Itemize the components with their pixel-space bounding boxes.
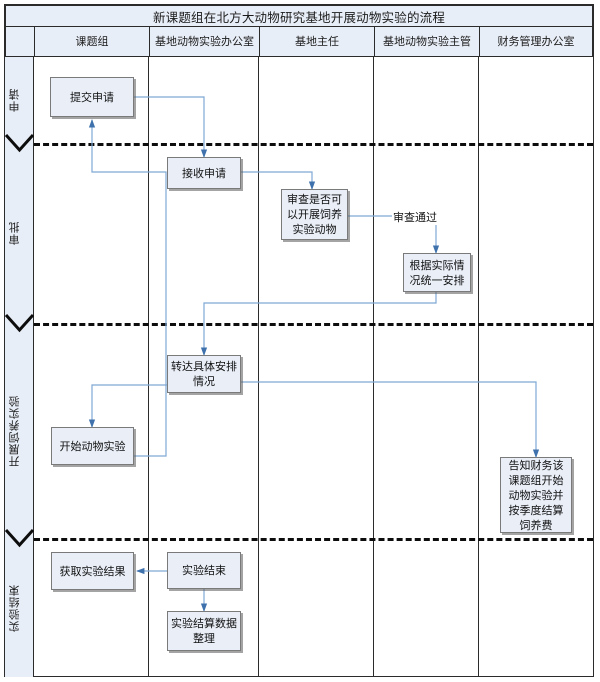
node-notify-finance[interactable]: 告知财务该课题组开始动物实验并按季度结算饲养费: [500, 457, 572, 533]
node-experiment-end[interactable]: 实验结束: [167, 552, 241, 589]
phase-label-approval: 审批: [0, 143, 29, 323]
column-header-base-director: 基地主任: [260, 27, 375, 56]
phase-label-approval-text: 审批: [7, 221, 21, 245]
phase-label-application: 申请: [0, 57, 29, 143]
phase-label-conduct: 开展饲养实验: [0, 323, 29, 538]
phase-label-conduct-text: 开展饲养实验: [7, 394, 21, 467]
node-convey-arrangement[interactable]: 转达具体安排情况: [167, 355, 241, 393]
column-separator-1: [148, 57, 149, 677]
header-corner-spacer: [6, 27, 35, 56]
phase-label-application-text: 申请: [7, 88, 21, 112]
column-separator-4: [478, 57, 479, 677]
column-header-finance-office: 财务管理办公室: [497, 35, 575, 48]
phase-label-finish-text: 实验结束: [7, 583, 21, 632]
edge-label-review-passed: 审查通过: [392, 209, 438, 225]
node-review-feasibility[interactable]: 审查是否可以开展饲养实验动物: [281, 189, 348, 240]
node-submit-application[interactable]: 提交申请: [50, 77, 134, 117]
column-separator-3: [373, 57, 374, 677]
phase-label-finish: 实验结束: [0, 538, 29, 677]
phase-separator-application-approval: [34, 143, 593, 146]
column-header-project-team: 课题组: [35, 27, 150, 56]
node-receive-application[interactable]: 接收申请: [167, 157, 241, 189]
node-get-results[interactable]: 获取实验结果: [51, 552, 134, 590]
node-unified-arrangement[interactable]: 根据实际情况统一安排: [403, 253, 471, 292]
phase-separator-approval-conduct: [34, 323, 593, 326]
column-separator-2: [258, 57, 259, 677]
column-header-animal-lab-office: 基地动物实验办公室: [150, 27, 260, 56]
column-header-animal-lab-supervisor: 基地动物实验主管: [375, 27, 480, 56]
node-settlement-data[interactable]: 实验结算数据整理: [167, 611, 241, 651]
phase-separator-conduct-finish: [34, 538, 593, 541]
node-start-experiment[interactable]: 开始动物实验: [51, 427, 134, 465]
column-header-row: 课题组 基地动物实验办公室 基地主任 基地动物实验主管 财务管理办公室: [5, 27, 593, 57]
diagram-title: 新课题组在北方大动物研究基地开展动物实验的流程: [5, 5, 593, 27]
phase-band: [5, 57, 34, 677]
